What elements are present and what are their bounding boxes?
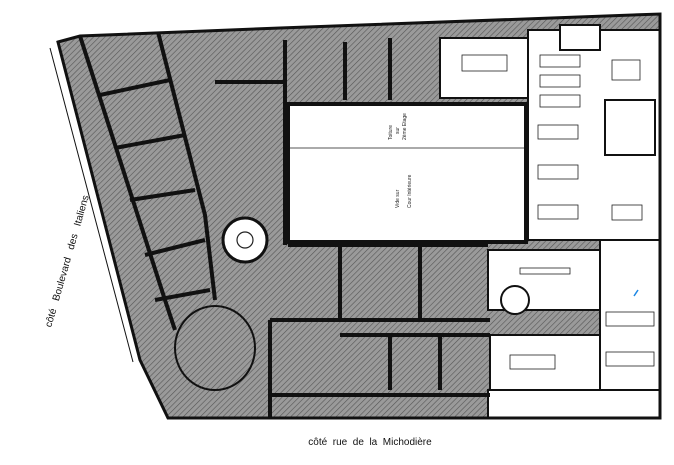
roof-label: Toiture sur 2ème Etage <box>388 113 408 140</box>
void-label-line-1: Vide sur <box>395 189 401 208</box>
spiral-staircase-right <box>500 285 530 315</box>
office-lower-right <box>599 239 661 419</box>
street-label-left: côté Boulevard des Italiens <box>43 194 91 328</box>
exterior-wall <box>56 12 662 420</box>
facade-line <box>49 47 134 363</box>
spiral-staircase <box>221 216 269 264</box>
stair-top-right <box>559 24 601 51</box>
void-label-line-2: Cour Intérieure <box>407 174 413 208</box>
oval-room <box>174 305 256 391</box>
courtyard-void-label: Vide sur Cour Intérieure <box>395 174 413 208</box>
courtyard <box>286 102 528 244</box>
roof-label-line-1: Toiture <box>388 125 394 140</box>
interior-walls <box>78 31 490 418</box>
stair-right <box>604 99 656 156</box>
desk-groups <box>461 54 655 370</box>
spiral-staircase-inner <box>236 231 254 249</box>
roof-label-line-2: sur <box>395 127 401 134</box>
accent-marker <box>633 289 639 297</box>
roof-label-line-3: 2ème Etage <box>402 113 408 140</box>
corridor-bottom <box>487 389 661 419</box>
street-label-bottom: côté rue de la Michodière <box>308 437 432 448</box>
